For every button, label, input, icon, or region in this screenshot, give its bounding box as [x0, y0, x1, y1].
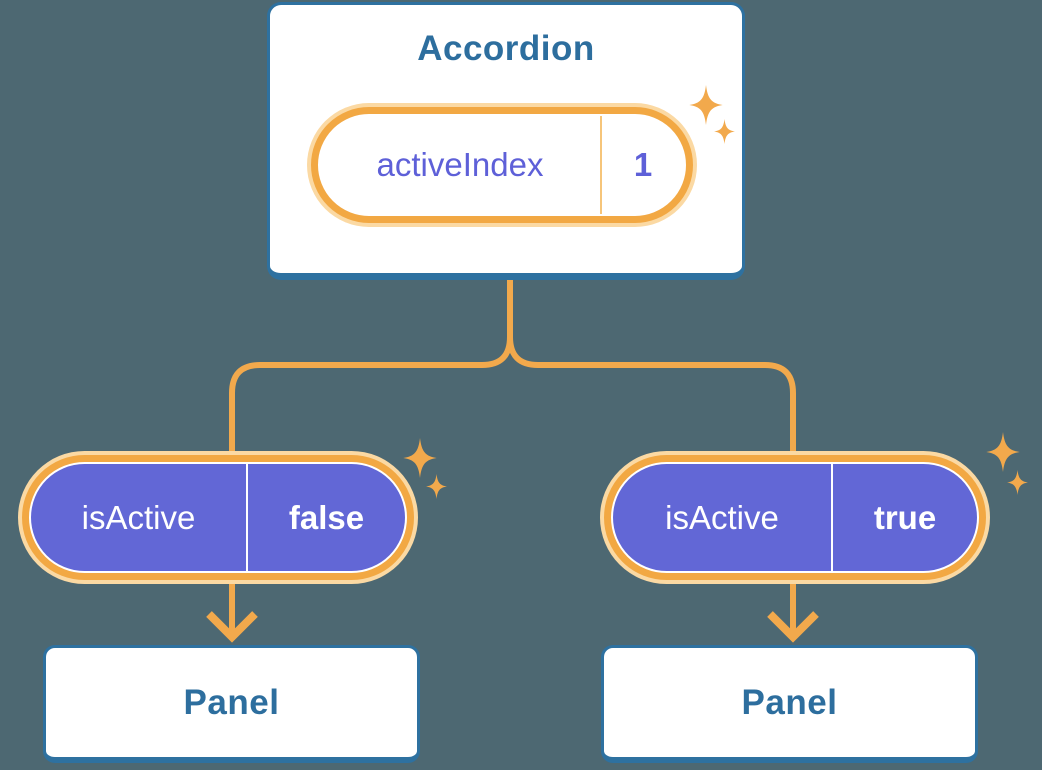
panel-card-left: Panel — [43, 645, 420, 763]
prop-pill-left-value: false — [288, 498, 365, 536]
sparkle-icon-small-right — [1007, 470, 1028, 495]
arrow-down-icon-right — [767, 611, 819, 643]
panel-right-title: Panel — [741, 682, 838, 722]
prop-pill-right-ring: isActive true — [604, 455, 986, 580]
panel-card-right: Panel — [601, 645, 978, 763]
sparkle-icon-large-top — [689, 85, 723, 125]
state-pill-ring: activeIndex 1 — [311, 107, 693, 223]
prop-pill-left-label: isActive — [81, 498, 196, 536]
sparkle-icon-large-right — [986, 432, 1020, 472]
sparkle-icon-small-left — [426, 474, 447, 499]
state-pill: activeIndex 1 — [307, 103, 697, 227]
prop-pill-right-divider — [831, 464, 833, 571]
accordion-title: Accordion — [417, 29, 595, 68]
arrow-down-icon-left — [206, 611, 258, 643]
state-pill-divider — [600, 116, 602, 214]
branch-right-line — [507, 278, 796, 634]
prop-pill-left-divider — [246, 464, 248, 571]
prop-pill-right-label: isActive — [665, 498, 779, 536]
state-pill-value: 1 — [633, 146, 653, 183]
sparkle-icon-large-left — [403, 438, 437, 478]
sparkle-icon-small-top — [714, 119, 735, 144]
state-pill-label: activeIndex — [376, 146, 544, 183]
prop-pill-left: isActive false — [18, 451, 418, 584]
prop-pill-right-value: true — [873, 498, 937, 536]
prop-pill-right: isActive true — [600, 451, 990, 584]
prop-pill-left-ring: isActive false — [22, 455, 414, 580]
panel-left-title: Panel — [183, 682, 280, 722]
